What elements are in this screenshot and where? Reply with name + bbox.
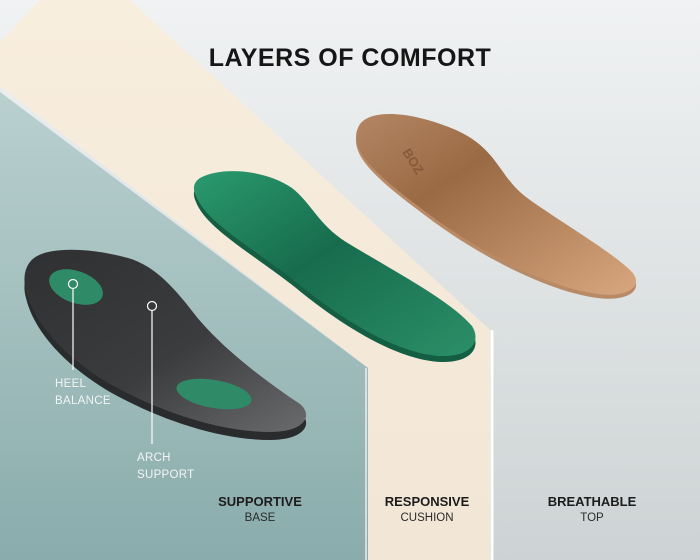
- arch-support-callout: ARCH SUPPORT: [137, 450, 194, 484]
- heel-balance-callout: HEEL BALANCE: [55, 376, 111, 410]
- supportive-base-label: SUPPORTIVE BASE: [200, 494, 320, 526]
- page-title: LAYERS OF COMFORT: [208, 44, 492, 72]
- arch-callout-pointer: [146, 300, 158, 444]
- layer-name: SUPPORTIVE: [218, 494, 302, 509]
- forefoot-pad: [176, 378, 252, 410]
- callout-line: HEEL: [55, 378, 87, 390]
- layer-sub: CUSHION: [400, 512, 454, 524]
- top-layer-insole: BOZ: [356, 113, 637, 299]
- layer-name: BREATHABLE: [547, 494, 637, 509]
- breathable-top-label: BREATHABLE TOP: [532, 494, 652, 526]
- layer-sub: BASE: [244, 512, 276, 524]
- responsive-cushion-label: RESPONSIVE CUSHION: [370, 494, 484, 526]
- supportive-base-insole: [24, 249, 307, 440]
- background-cream-band: [0, 0, 490, 560]
- heel-callout-pointer: [67, 278, 79, 370]
- callout-line: SUPPORT: [137, 469, 195, 481]
- callout-line: ARCH: [137, 452, 171, 464]
- layer-sub: TOP: [580, 512, 604, 524]
- callout-line: BALANCE: [55, 395, 111, 407]
- layer-name: RESPONSIVE: [384, 494, 470, 509]
- cushion-layer-insole: [193, 171, 476, 362]
